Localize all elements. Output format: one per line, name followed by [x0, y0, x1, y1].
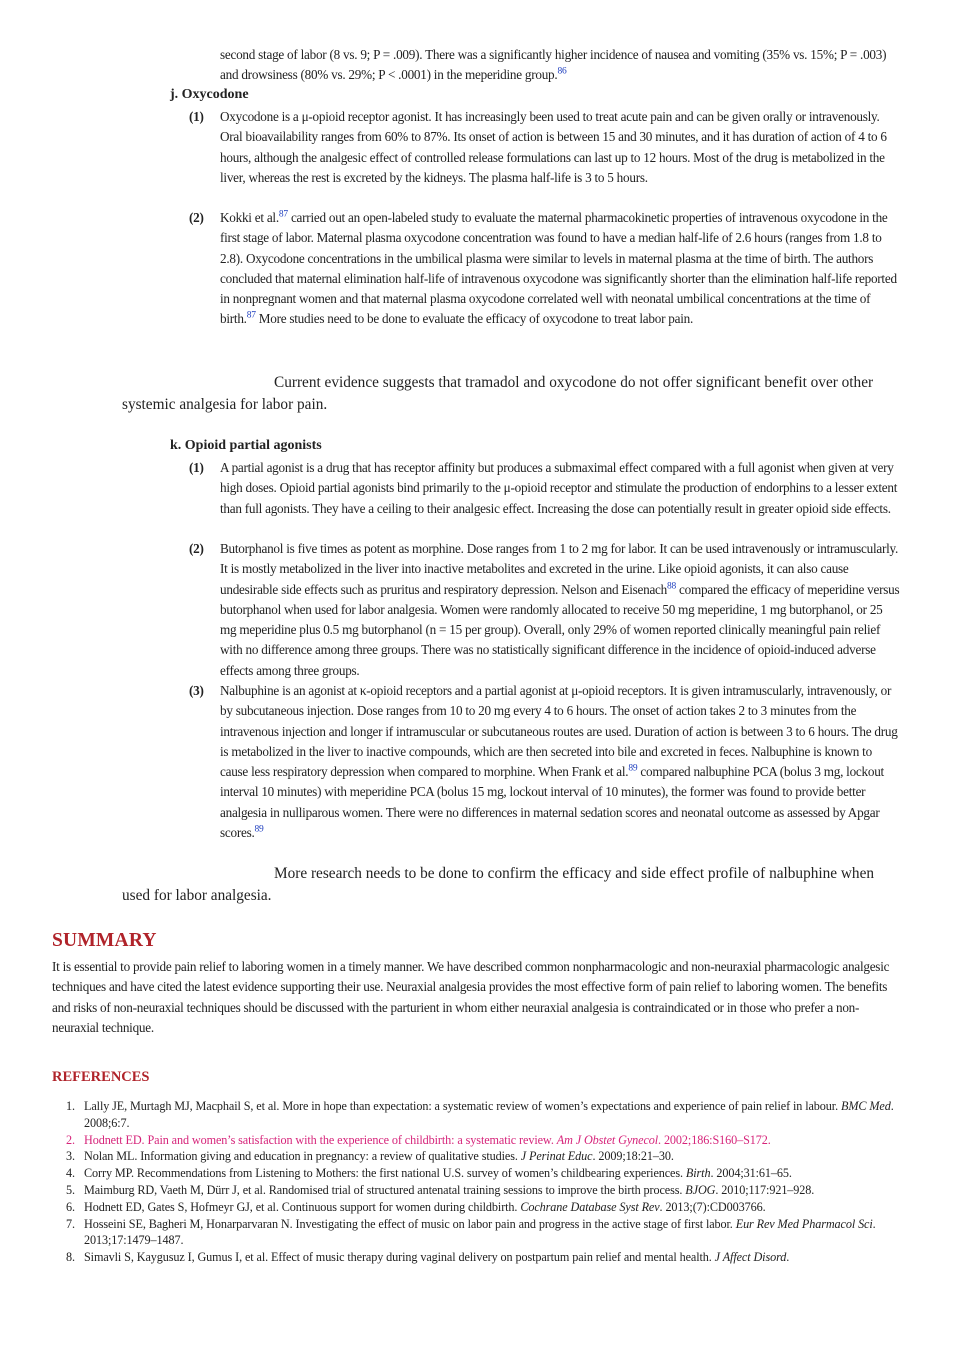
citation-link[interactable]: 87 [246, 311, 256, 322]
reference-item: 5.Maimburg RD, Vaeth M, Dürr J, et al. R… [66, 1182, 815, 1197]
reference-item: 1.Lally JE, Murtagh MJ, Macphail S, et a… [66, 1099, 894, 1130]
item-number: (3) [189, 683, 204, 698]
reference-item: 7.Hosseini SE, Bagheri M, Honarparvaran … [66, 1216, 876, 1248]
partial-agonist-item-1: A partial agonist is a drug that has rec… [220, 460, 898, 516]
summary-heading: SUMMARY [52, 930, 157, 951]
references-heading: REFERENCES [52, 1069, 150, 1085]
item-number: (1) [189, 460, 204, 475]
citation-link[interactable]: 86 [557, 66, 567, 77]
oxycodone-item-2: Kokki et al.87 carried out an open-label… [220, 209, 897, 327]
citation-link[interactable]: 89 [628, 763, 638, 774]
partial-agonist-item-3: Nalbuphine is an agonist at κ-opioid rec… [220, 683, 898, 841]
item-number: (1) [189, 109, 204, 124]
partial-agonist-item-2: Butorphanol is five times as potent as m… [220, 541, 900, 678]
section-heading-oxycodone: j. Oxycodone [170, 87, 249, 102]
continuation-paragraph: second stage of labor (8 vs. 9; P = .009… [220, 45, 900, 86]
references-list: 1.Lally JE, Murtagh MJ, Macphail S, et a… [52, 1098, 902, 1266]
reference-item: 4.Corry MP. Recommendations from Listeni… [66, 1166, 792, 1181]
section-heading-partial-agonists: k. Opioid partial agonists [170, 438, 322, 453]
item-number: (2) [189, 541, 204, 556]
citation-link[interactable]: 88 [667, 581, 676, 592]
summary-text: It is essential to provide pain relief t… [52, 959, 890, 1035]
paragraph-text: second stage of labor (8 vs. 9; P = .009… [220, 47, 887, 83]
item-number: (2) [189, 210, 204, 225]
citation-link[interactable]: 89 [254, 824, 264, 835]
evidence-note-nalbuphine: More research needs to be done to confir… [122, 865, 875, 904]
reference-item: 8.Simavli S, Kaygusuz I, Gumus I, et al.… [66, 1250, 790, 1265]
evidence-note-tramadol: Current evidence suggests that tramadol … [122, 374, 874, 413]
citation-link[interactable]: 87 [278, 209, 288, 220]
reference-item[interactable]: 2.Hodnett ED. Pain and women’s satisfact… [66, 1132, 771, 1147]
oxycodone-item-1: Oxycodone is a μ-opioid receptor agonist… [220, 109, 887, 185]
reference-item: 6.Hodnett ED, Gates S, Hofmeyr GJ, et al… [66, 1199, 766, 1214]
reference-item: 3.Nolan ML. Information giving and educa… [66, 1149, 674, 1164]
